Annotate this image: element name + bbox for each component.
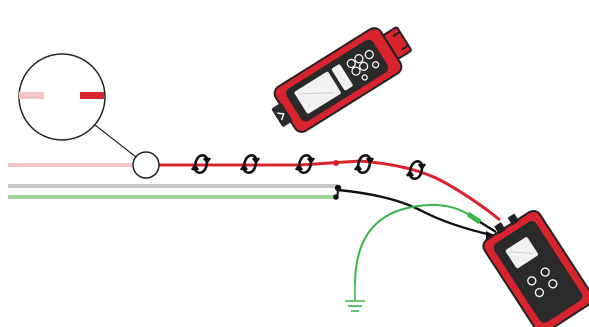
transmitter-buttons: [527, 267, 558, 298]
signal-loops: [190, 154, 427, 180]
magnified-wire-faded: [19, 92, 44, 99]
signal-loop-icon: [294, 154, 316, 174]
magnifier-pointer: [94, 124, 137, 158]
magnified-wire-red: [80, 92, 104, 99]
earth-connection-dot: [333, 194, 339, 200]
receiver-screen: [294, 71, 341, 114]
ground-symbol-icon: [345, 285, 365, 312]
signal-loop-icon: [190, 154, 212, 174]
live-wire-traced: [158, 159, 501, 222]
receiver-probe-device-icon: [271, 26, 412, 133]
black-test-lead: [333, 184, 497, 241]
signal-loop-icon: [353, 154, 375, 174]
green-earth-lead: [354, 203, 497, 286]
signal-loop-icon: [405, 160, 427, 180]
magnifier-lens-small: [132, 151, 160, 179]
receiver-keypad: [346, 49, 380, 81]
magnifier-callout-icon: [18, 53, 160, 179]
live-wire-connection-dot: [333, 160, 339, 166]
neutral-connection-dot: [334, 184, 342, 192]
cable-bundle: [8, 163, 338, 199]
signal-loop-icon: [239, 154, 261, 174]
transmitter-device-icon: [482, 209, 589, 327]
